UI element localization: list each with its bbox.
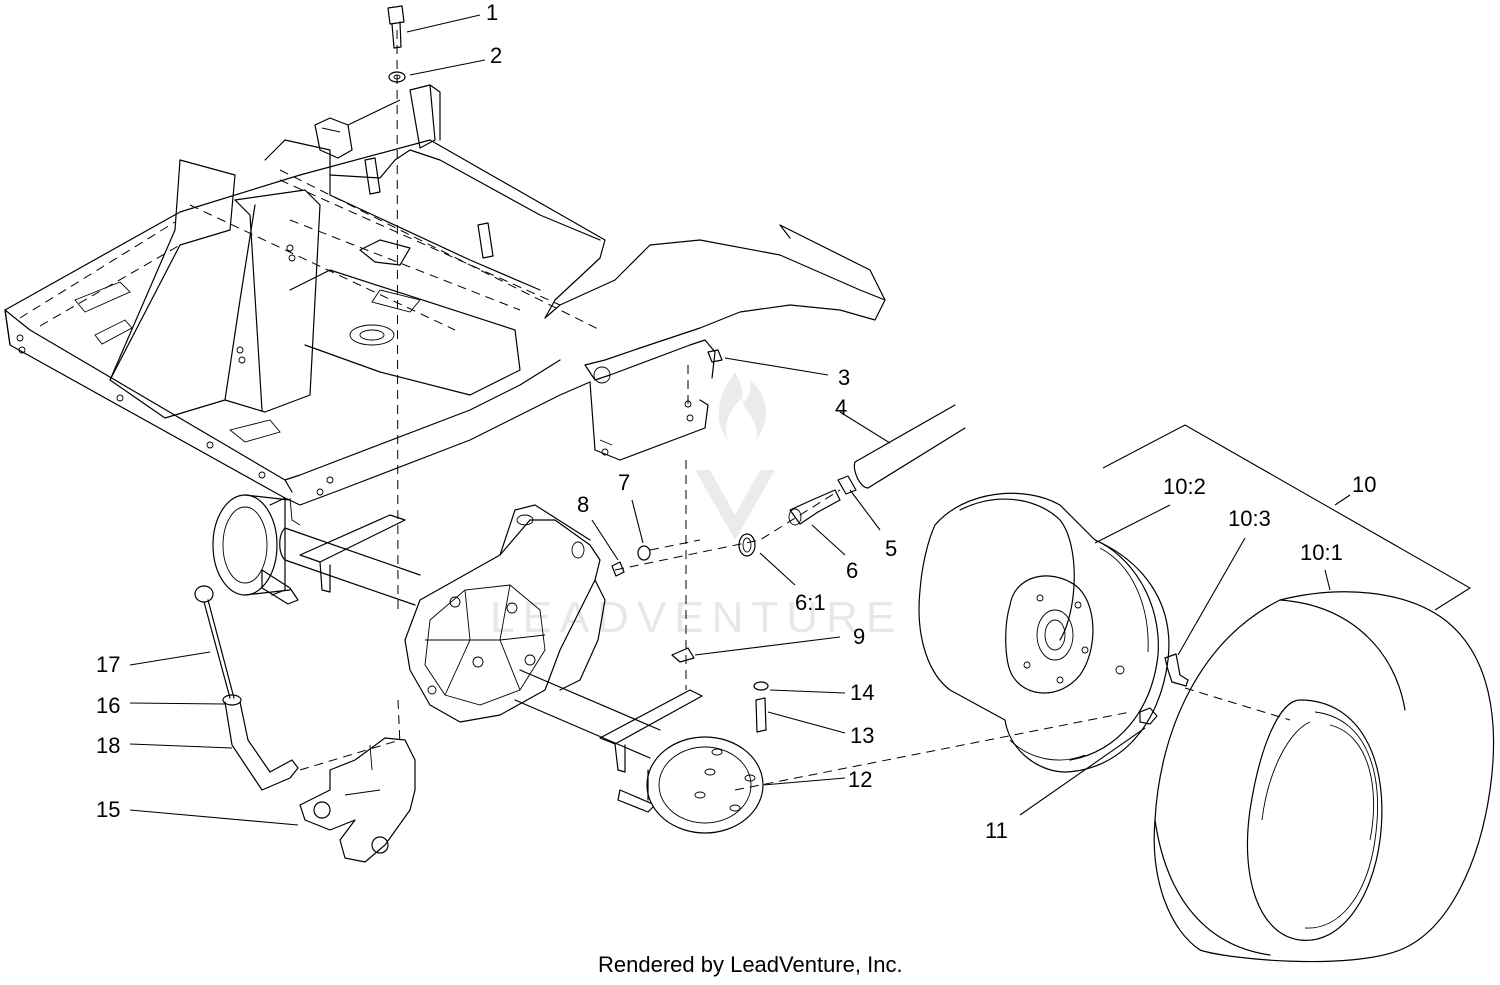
callout-7: 7 [618, 470, 630, 495]
callout-3: 3 [838, 365, 850, 390]
callout-2: 2 [490, 43, 502, 68]
callout-12: 12 [848, 767, 872, 792]
callout-1: 1 [486, 0, 498, 25]
assembly-lines [299, 29, 1291, 791]
callout-6-1: 6:1 [795, 590, 826, 615]
hardware [194, 5, 1189, 863]
callout-9: 9 [853, 624, 865, 649]
callout-8: 8 [577, 492, 589, 517]
callout-16: 16 [96, 693, 120, 718]
frame-assembly [4, 84, 886, 526]
watermark-text: LEADVENTURE [490, 593, 903, 642]
callout-17: 17 [96, 652, 120, 677]
callout-5: 5 [885, 536, 897, 561]
callout-6: 6 [846, 558, 858, 583]
callout-10-3: 10:3 [1228, 506, 1271, 531]
tire [1153, 591, 1495, 963]
rim [918, 492, 1170, 773]
watermark: LEADVENTURE [490, 372, 903, 642]
callout-11: 11 [985, 818, 1008, 843]
callout-13: 13 [850, 723, 874, 748]
callout-10-1: 10:1 [1300, 540, 1343, 565]
wheel-assembly [918, 492, 1495, 963]
callout-4: 4 [835, 395, 847, 420]
callout-labels: 1 2 3 4 5 6 6:1 7 8 9 10 10:1 10:2 10:3 … [96, 0, 1376, 843]
transaxle [212, 494, 764, 834]
credit-text: Rendered by LeadVenture, Inc. [598, 952, 903, 977]
callout-18: 18 [96, 733, 120, 758]
callout-10: 10 [1352, 472, 1376, 497]
callout-15: 15 [96, 797, 120, 822]
leader-lines [129, 14, 1472, 826]
callout-14: 14 [850, 680, 874, 705]
callout-10-2: 10:2 [1163, 474, 1206, 499]
